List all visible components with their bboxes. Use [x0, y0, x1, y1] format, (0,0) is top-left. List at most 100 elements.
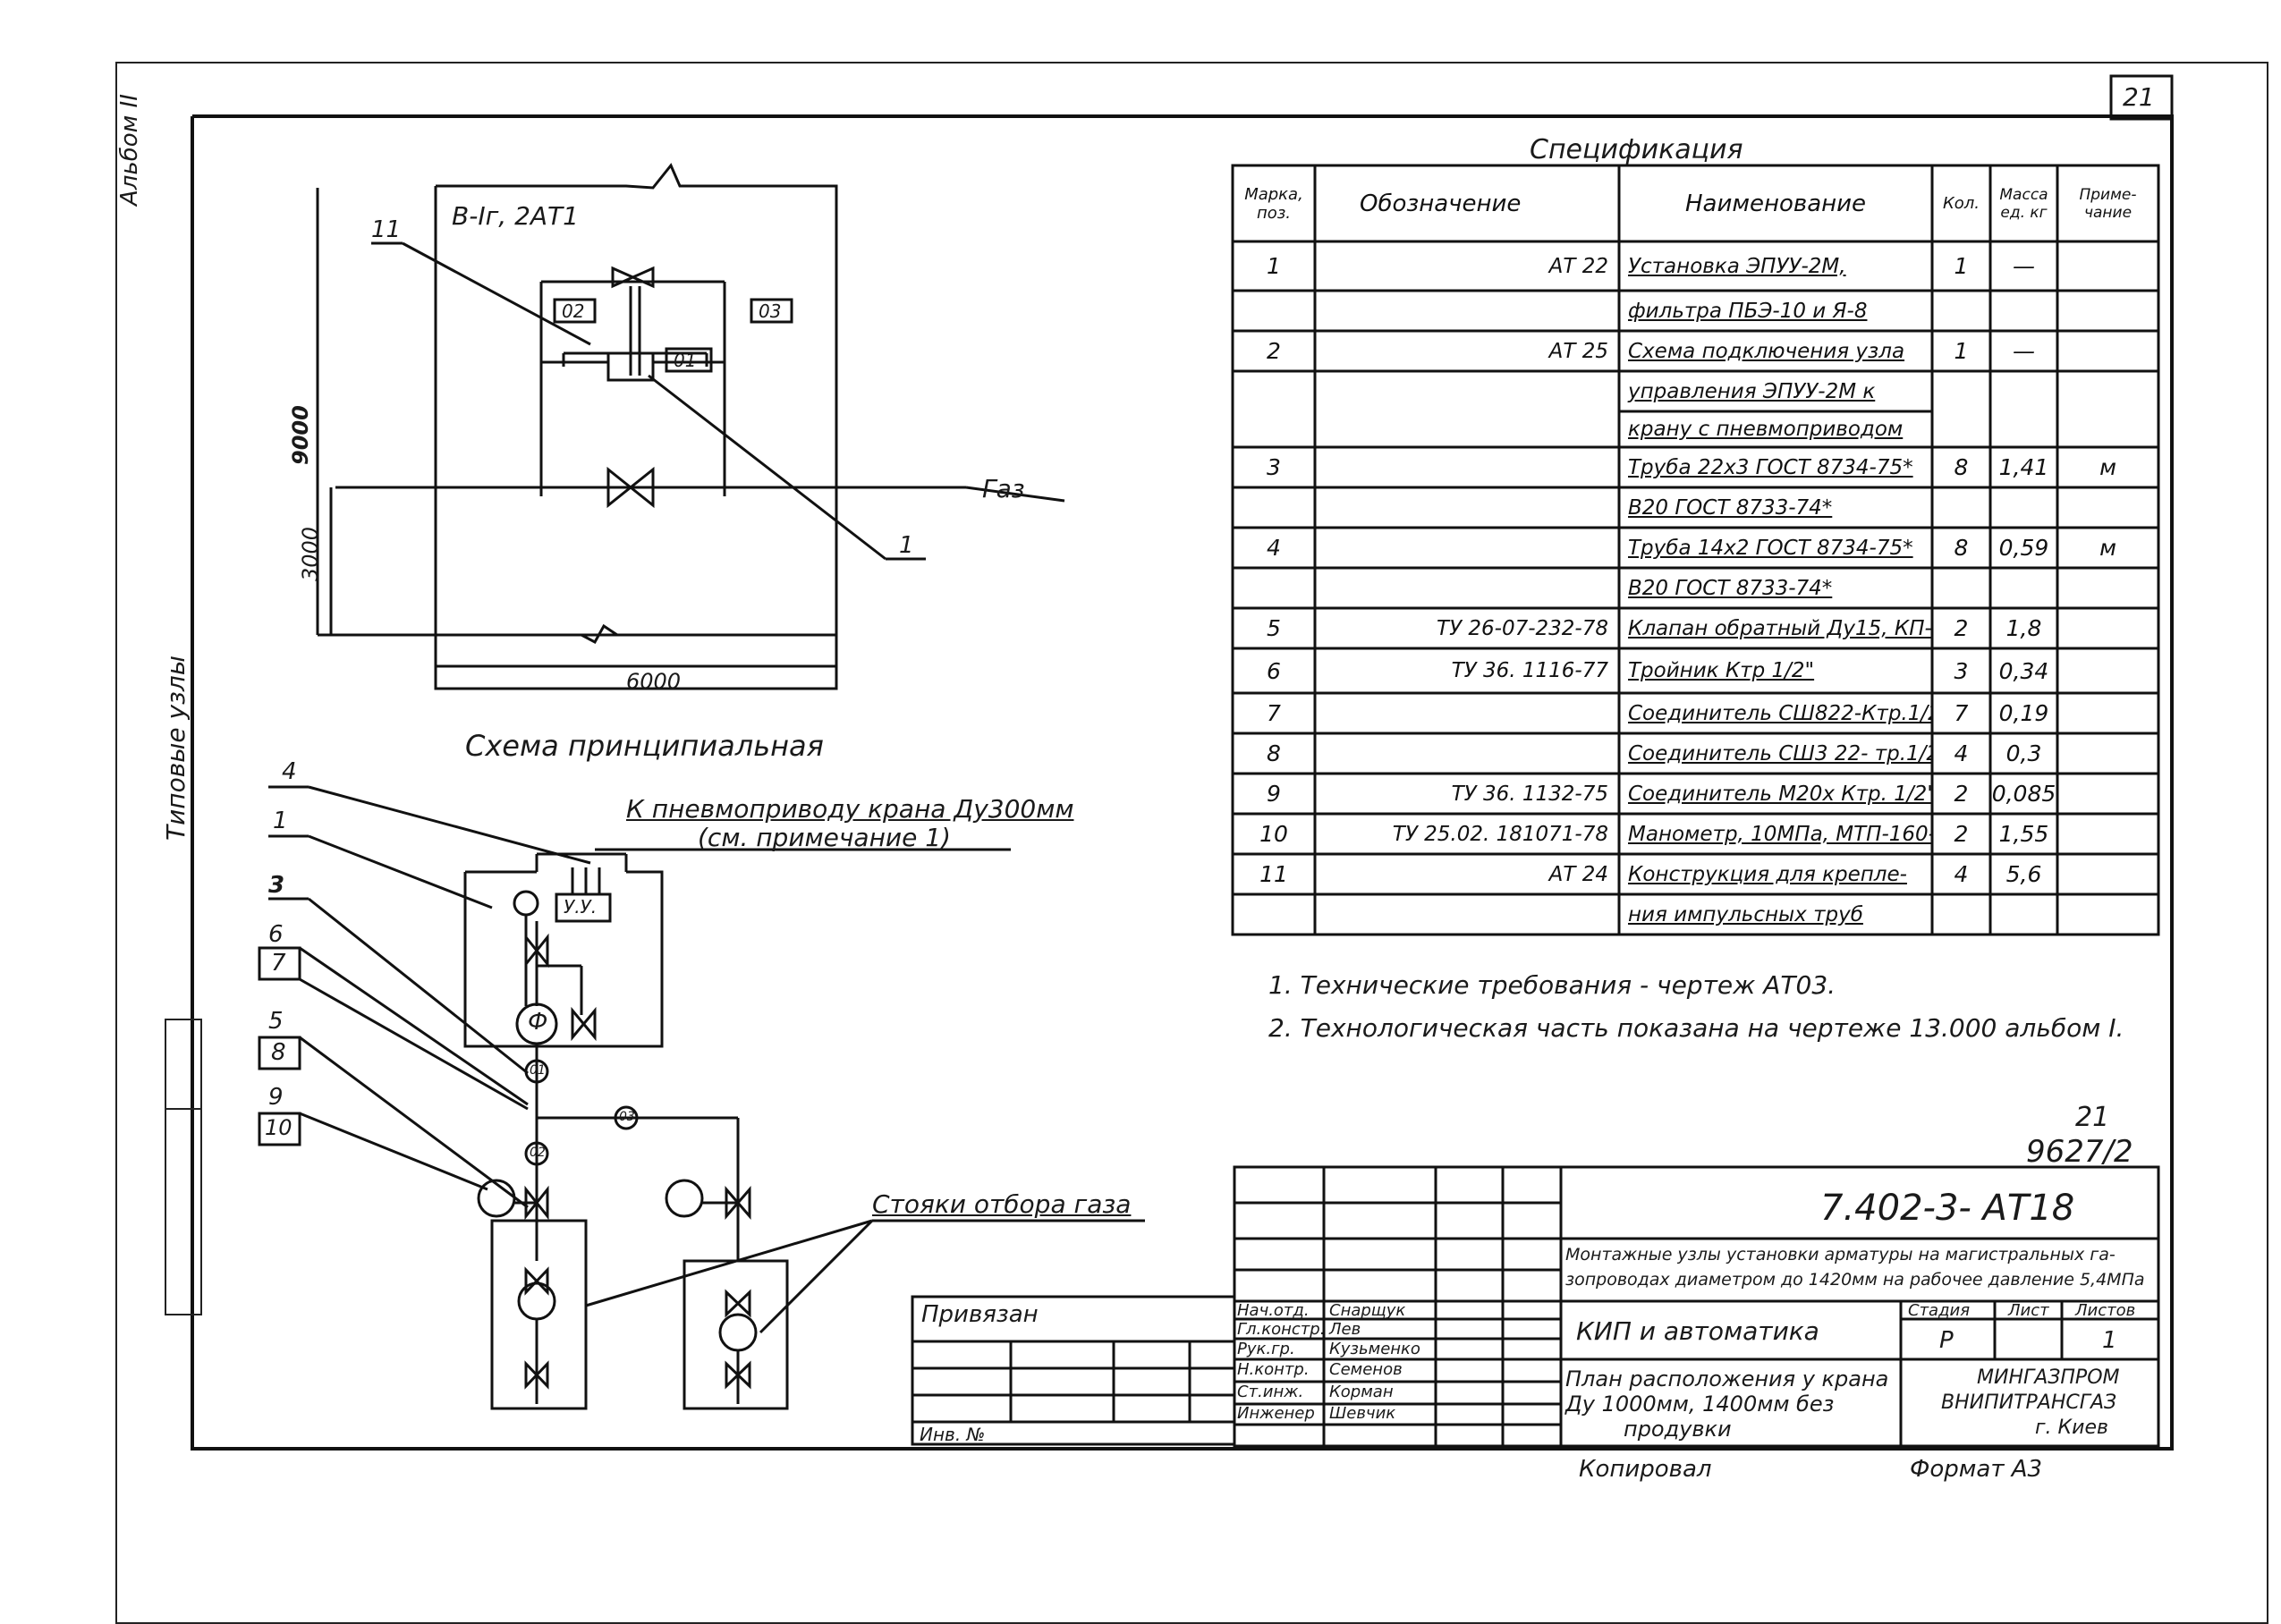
spec-cell-code: ТУ 26-07-232-78 — [1437, 616, 1608, 640]
plan-marker-01: 01 — [674, 350, 697, 371]
spec-header-mass: Масса ед. кг — [1999, 185, 2048, 222]
approval-role: Рук.гр. — [1237, 1340, 1295, 1358]
org-line-1: МИНГАЗПРОМ — [1977, 1366, 2120, 1389]
spec-cell-qty: 4 — [1954, 740, 1969, 766]
spec-header-qty: Кол. — [1942, 194, 1980, 213]
stage-header: Стадия — [1908, 1301, 1971, 1320]
spec-grid — [1231, 164, 2160, 936]
spec-cell-code — [1315, 487, 1619, 528]
circle-marker-02: 02 — [530, 1146, 546, 1160]
spec-cell-code: АТ 25 — [1548, 339, 1608, 363]
spec-cell-pos — [1233, 411, 1315, 447]
stage-value: Р — [1939, 1327, 1954, 1354]
spec-cell-name: Труба 22х3 ГОСТ 8734-75* — [1628, 455, 1913, 479]
spec-cell-name: Соединитель М20х Ктр. 1/2" — [1628, 782, 1932, 806]
approval-name: Лев — [1329, 1320, 1361, 1339]
spec-cell-name: Установка ЭПУУ-2М, — [1628, 254, 1846, 278]
spec-cell-note — [2057, 411, 2158, 447]
plan-pipe-label: Газ — [982, 474, 1025, 503]
approval-name: Снарщук — [1329, 1301, 1406, 1320]
spec-cell-qty: 1 — [1954, 338, 1969, 364]
schematic-lines — [258, 785, 1145, 1410]
plan-dim-height: 9000 — [288, 405, 313, 465]
schematic-note-line2: (см. примечание 1) — [698, 823, 951, 852]
schematic-callout-1: 1 — [273, 808, 288, 834]
spec-cell-code: ТУ 25.02. 181071-78 — [1392, 822, 1608, 846]
privyazan-label: Привязан — [921, 1301, 1039, 1328]
spec-header-note: Приме-чание — [2079, 185, 2137, 222]
spec-cell-mass — [1990, 894, 2057, 935]
spec-cell-note — [2057, 648, 2158, 693]
spec-cell-code — [1315, 291, 1619, 331]
spec-cell-code — [1315, 733, 1619, 774]
sheet-code-bottom: 9627/2 — [2026, 1134, 2133, 1170]
spec-cell-note — [2057, 291, 2158, 331]
spec-header-name: Наименование — [1684, 190, 1867, 217]
sheets-header: Листов — [2075, 1301, 2136, 1320]
schematic-callout-9: 9 — [268, 1084, 284, 1111]
spec-cell-name: управления ЭПУУ-2М к — [1628, 379, 1876, 403]
spec-cell-code: АТ 22 — [1548, 254, 1608, 278]
spec-cell-qty: 4 — [1954, 861, 1969, 887]
risers-label: Стояки отбора газа — [872, 1189, 1132, 1219]
spec-cell-name: В20 ГОСТ 8733-74* — [1628, 495, 1833, 520]
approval-role: Нач.отд. — [1237, 1301, 1310, 1320]
spec-header-pos: Марка, поз. — [1244, 184, 1303, 223]
drawing-title-3: продувки — [1624, 1417, 1732, 1442]
filter-symbol: Ф — [528, 1009, 548, 1036]
spec-cell-qty — [1932, 291, 1990, 331]
spec-cell-note: м — [2099, 535, 2116, 561]
spec-cell-pos: 6 — [1267, 657, 1281, 684]
spec-cell-note — [2057, 608, 2158, 648]
spec-cell-name: ния импульсных труб — [1628, 902, 1863, 926]
spec-cell-code — [1315, 528, 1619, 568]
spec-cell-pos — [1233, 291, 1315, 331]
spec-cell-mass: 5,6 — [2005, 861, 2042, 887]
spec-cell-mass: 0,34 — [1998, 657, 2049, 684]
plan-marker-02: 02 — [562, 300, 585, 322]
spec-cell-note — [2057, 814, 2158, 854]
spec-title: Спецификация — [1530, 134, 1743, 165]
approval-role: Гл.констр. — [1237, 1320, 1326, 1339]
spec-cell-pos: 10 — [1259, 821, 1288, 847]
spec-cell-qty: 2 — [1954, 615, 1969, 641]
spec-cell-note — [2057, 854, 2158, 894]
spec-cell-qty: 1 — [1954, 253, 1969, 279]
album-label: Альбом II — [116, 94, 143, 206]
spec-cell-code — [1315, 693, 1619, 733]
project-line-1: Монтажные узлы установки арматуры на маг… — [1565, 1245, 2116, 1265]
spec-cell-pos: 4 — [1267, 535, 1281, 561]
spec-cell-code: ТУ 36. 1116-77 — [1451, 659, 1608, 682]
spec-cell-qty: 7 — [1954, 700, 1969, 726]
spec-cell-name: Конструкция для крепле- — [1628, 862, 1907, 886]
spec-cell-note: м — [2099, 454, 2116, 480]
spec-cell-code: ТУ 36. 1132-75 — [1451, 782, 1608, 806]
section-label: КИП и автоматика — [1576, 1316, 1819, 1346]
spec-cell-qty — [1932, 894, 1990, 935]
org-line-2: ВНИПИТРАНСГАЗ — [1941, 1391, 2117, 1414]
spec-cell-mass — [1990, 291, 2057, 331]
spec-cell-name: Тройник Ктр 1/2" — [1628, 659, 1815, 682]
spec-cell-qty — [1932, 487, 1990, 528]
spec-cell-mass: 0,085 — [1991, 781, 2056, 807]
schematic-callout-3: 3 — [268, 872, 285, 899]
approval-role: Инженер — [1237, 1404, 1315, 1423]
plan-callout-11: 11 — [371, 216, 402, 243]
spec-cell-pos: 11 — [1259, 861, 1288, 887]
spec-cell-qty — [1932, 411, 1990, 447]
spec-cell-mass — [1990, 411, 2057, 447]
spec-cell-mass: 0,3 — [2005, 740, 2042, 766]
spec-cell-pos: 9 — [1267, 781, 1281, 807]
spec-cell-qty — [1932, 568, 1990, 608]
spec-cell-name: В20 ГОСТ 8733-74* — [1628, 576, 1833, 600]
plan-view — [316, 163, 1065, 690]
approval-name: Семенов — [1329, 1360, 1403, 1379]
circle-marker-03: 03 — [619, 1110, 635, 1124]
sheet-code-top: 21 — [2075, 1102, 2110, 1133]
spec-cell-mass: — — [2013, 253, 2035, 279]
spec-cell-name: Клапан обратный Ду15, КП-160 — [1628, 616, 1932, 640]
spec-cell-qty — [1932, 371, 1990, 411]
drawing-title-2: Ду 1000мм, 1400мм без — [1565, 1391, 1835, 1417]
spec-cell-note — [2057, 774, 2158, 814]
